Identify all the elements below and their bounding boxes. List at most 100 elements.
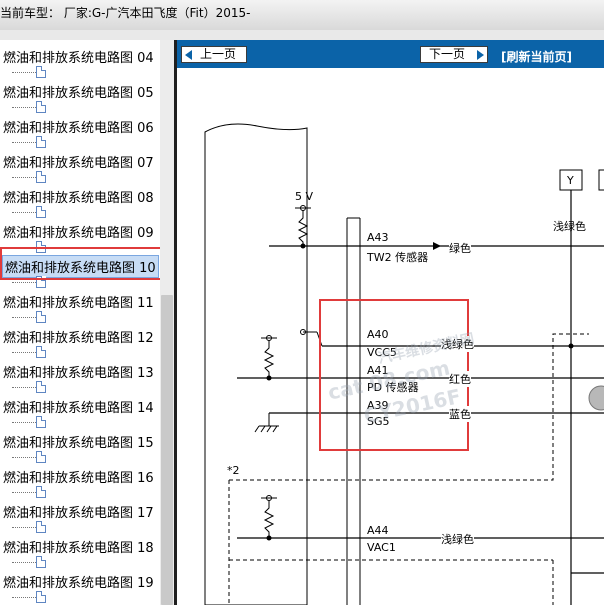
tree-connector-line (12, 282, 36, 283)
wiring-diagram-svg (204, 123, 604, 605)
manufacturer-text: 厂家:G-广汽本田飞度（Fit）2015- (63, 6, 251, 20)
tree-connector-line (12, 597, 36, 598)
document-icon (36, 416, 46, 428)
tree-connector-line (12, 352, 36, 353)
pin-a40-wire: 浅绿色 (441, 336, 474, 352)
tree-connector-line (12, 212, 36, 213)
pin-a39-name: SG5 (367, 415, 390, 428)
pin-a43-wire: 绿色 (449, 240, 471, 256)
document-icon (36, 206, 46, 218)
pin-a43: A43 (367, 231, 389, 244)
tree-connector-line (12, 492, 36, 493)
tree-connector-line (12, 457, 36, 458)
prev-page-button[interactable]: 上一页 (181, 46, 247, 63)
tree-item-label[interactable]: 燃油和排放系统电路图 19 (3, 576, 154, 591)
pin-a39: A39 (367, 399, 389, 412)
tree-item-label[interactable]: 燃油和排放系统电路图 15 (3, 436, 154, 451)
document-icon (36, 381, 46, 393)
vehicle-label: 当前车型： (0, 6, 61, 20)
right-wire-label: 浅绿色 (553, 220, 586, 233)
vehicle-info: 当前车型： 厂家:G-广汽本田飞度（Fit）2015- (0, 4, 250, 21)
panel-separator[interactable] (174, 40, 177, 605)
tree-scrollbar[interactable] (160, 40, 174, 605)
tree-item-label[interactable]: 燃油和排放系统电路图 09 (3, 226, 154, 241)
tree-item-label[interactable]: 燃油和排放系统电路图 08 (3, 191, 154, 206)
tree-item[interactable]: 燃油和排放系统电路图 16 (0, 460, 160, 498)
scrollbar-thumb[interactable] (161, 295, 173, 605)
tree-connector-line (12, 107, 36, 108)
pin-a39-wire: 蓝色 (449, 406, 471, 422)
wiring-diagram: 5 V Y 浅绿色 *2 A43 TW2 传感器 绿色 A40 VCC5 浅绿色… (177, 68, 604, 605)
window-header: 当前车型： 厂家:G-广汽本田飞度（Fit）2015- (0, 0, 604, 31)
voltage-label: 5 V (295, 190, 314, 203)
pin-a44-name: VAC1 (367, 541, 396, 554)
tree-item-label[interactable]: 燃油和排放系统电路图 14 (3, 401, 154, 416)
tree-connector-line (12, 422, 36, 423)
tree-item-label[interactable]: 燃油和排放系统电路图 07 (3, 156, 154, 171)
tree-item[interactable]: 燃油和排放系统电路图 11 (0, 285, 160, 323)
document-icon (36, 311, 46, 323)
document-icon (36, 171, 46, 183)
note-2-label: *2 (227, 464, 240, 477)
tree-item[interactable]: 燃油和排放系统电路图 18 (0, 530, 160, 568)
tree-connector-line (12, 527, 36, 528)
arrow-right-icon (477, 50, 484, 60)
tree-item[interactable]: 燃油和排放系统电路图 10 (0, 250, 160, 288)
tree-item-label[interactable]: 燃油和排放系统电路图 18 (3, 541, 154, 556)
tree-item[interactable]: 燃油和排放系统电路图 07 (0, 145, 160, 183)
prev-page-label: 上一页 (200, 47, 237, 61)
document-icon (36, 136, 46, 148)
document-icon (36, 556, 46, 568)
tree-connector-line (12, 142, 36, 143)
pin-a44: A44 (367, 524, 389, 537)
tree-item[interactable]: 燃油和排放系统电路图 13 (0, 355, 160, 393)
tree-connector-line (12, 562, 36, 563)
next-page-label: 下一页 (429, 47, 466, 61)
document-icon (36, 451, 46, 463)
pin-a40-name: VCC5 (367, 346, 397, 359)
tree-item-label[interactable]: 燃油和排放系统电路图 11 (3, 296, 154, 311)
tree-item[interactable]: 燃油和排放系统电路图 05 (0, 75, 160, 113)
selected-item-highlight-box (0, 247, 164, 280)
document-icon (36, 521, 46, 533)
tree-item-label[interactable]: 燃油和排放系统电路图 10 (2, 255, 159, 278)
document-icon (36, 591, 46, 603)
tree-connector-line (12, 387, 36, 388)
pin-a40: A40 (367, 328, 389, 341)
document-tree: 燃油和排放系统电路图 04 燃油和排放系统电路图 05 燃油和排放系统电路图 06 燃… (0, 40, 160, 605)
arrow-left-icon (185, 50, 192, 60)
pin-a41: A41 (367, 364, 389, 377)
pin-a43-name: TW2 传感器 (367, 251, 429, 264)
tree-item[interactable]: 燃油和排放系统电路图 04 (0, 40, 160, 78)
tree-item[interactable]: 燃油和排放系统电路图 14 (0, 390, 160, 428)
document-icon (36, 346, 46, 358)
tree-item-label[interactable]: 燃油和排放系统电路图 16 (3, 471, 154, 486)
tree-item[interactable]: 燃油和排放系统电路图 09 (0, 215, 160, 253)
tree-item-label[interactable]: 燃油和排放系统电路图 06 (3, 121, 154, 136)
page-nav-bar: 上一页 下一页 [刷新当前页] (177, 40, 604, 68)
tree-item-label[interactable]: 燃油和排放系统电路图 13 (3, 366, 154, 381)
header-gap (0, 30, 604, 40)
tree-item-label[interactable]: 燃油和排放系统电路图 17 (3, 506, 154, 521)
document-icon (36, 486, 46, 498)
tree-item[interactable]: 燃油和排放系统电路图 15 (0, 425, 160, 463)
document-icon (36, 66, 46, 78)
refresh-page-link[interactable]: [刷新当前页] (501, 50, 572, 64)
tree-item[interactable]: 燃油和排放系统电路图 17 (0, 495, 160, 533)
tree-connector-line (12, 177, 36, 178)
next-page-button[interactable]: 下一页 (420, 46, 488, 63)
tree-item[interactable]: 燃油和排放系统电路图 06 (0, 110, 160, 148)
pin-a44-wire: 浅绿色 (441, 531, 474, 547)
tree-item-label[interactable]: 燃油和排放系统电路图 12 (3, 331, 154, 346)
tree-item-label[interactable]: 燃油和排放系统电路图 04 (3, 51, 154, 66)
tree-item[interactable]: 燃油和排放系统电路图 19 (0, 565, 160, 603)
tree-connector-line (12, 72, 36, 73)
tree-connector-line (12, 317, 36, 318)
document-icon (36, 101, 46, 113)
pin-a41-name: PD 传感器 (367, 381, 419, 394)
tree-item-label[interactable]: 燃油和排放系统电路图 05 (3, 86, 154, 101)
tree-item[interactable]: 燃油和排放系统电路图 12 (0, 320, 160, 358)
connector-y-label: Y (567, 174, 574, 187)
tree-item[interactable]: 燃油和排放系统电路图 08 (0, 180, 160, 218)
pin-a41-wire: 红色 (449, 371, 471, 387)
